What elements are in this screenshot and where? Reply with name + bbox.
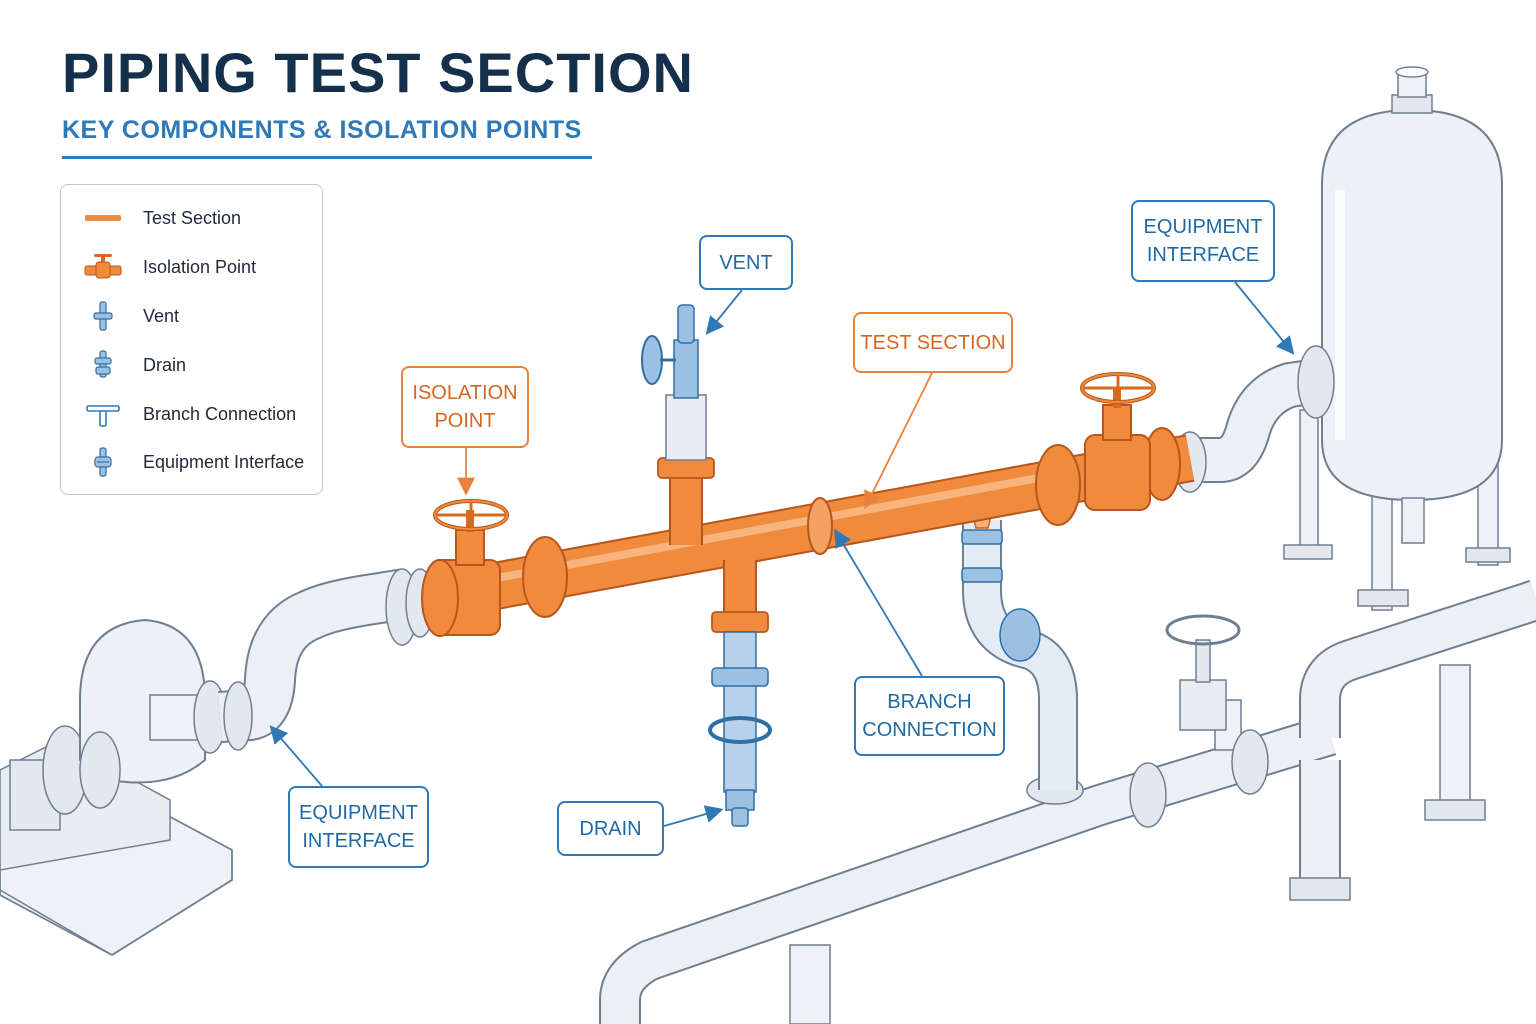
legend-label: Isolation Point bbox=[143, 256, 257, 277]
callout-isolation-point: ISOLATION POINT bbox=[401, 366, 529, 448]
callout-test-section: TEST SECTION bbox=[853, 312, 1013, 373]
pipe-rack bbox=[599, 580, 1536, 1024]
pressure-vessel bbox=[1283, 66, 1511, 611]
callout-branch-connection: BRANCH CONNECTION bbox=[854, 676, 1005, 756]
vent-assembly bbox=[641, 304, 715, 545]
equipment-interface-icon bbox=[83, 447, 123, 477]
legend-label: Vent bbox=[143, 305, 180, 326]
legend-item-isolation-point: Isolation Point bbox=[83, 252, 256, 282]
legend-item-equipment-interface: Equipment Interface bbox=[83, 447, 304, 477]
isolation-valve-icon bbox=[83, 252, 123, 282]
callout-equipment-interface-left: EQUIPMENT INTERFACE bbox=[288, 786, 429, 868]
legend-label: Branch Connection bbox=[143, 403, 297, 424]
page-title: PIPING TEST SECTION bbox=[62, 41, 694, 104]
page-subtitle: KEY COMPONENTS & ISOLATION POINTS bbox=[62, 116, 582, 144]
legend-item-branch-connection: Branch Connection bbox=[83, 399, 296, 429]
legend-label: Equipment Interface bbox=[143, 451, 305, 472]
callout-vent: VENT bbox=[699, 235, 793, 290]
title-divider bbox=[62, 156, 592, 159]
legend-label: Test Section bbox=[143, 207, 242, 228]
legend-item-vent: Vent bbox=[83, 301, 179, 331]
drain-icon bbox=[83, 350, 123, 380]
legend-item-test-section: Test Section bbox=[83, 203, 241, 233]
callout-drain: DRAIN bbox=[557, 801, 664, 856]
branch-pipe bbox=[961, 511, 1078, 790]
tee-icon bbox=[83, 399, 123, 429]
legend-panel: Test Section Isolation Point Vent bbox=[60, 184, 323, 495]
legend-item-drain: Drain bbox=[83, 350, 186, 380]
test-section-line-icon bbox=[83, 203, 123, 233]
pump-outlet-pipe bbox=[218, 568, 419, 751]
leader-lines bbox=[269, 281, 1295, 827]
pump-skid bbox=[0, 618, 233, 957]
test-section-pipe bbox=[405, 427, 1195, 638]
right-isolation-valve bbox=[1080, 372, 1156, 511]
vent-icon bbox=[83, 301, 123, 331]
callout-equipment-interface-right: EQUIPMENT INTERFACE bbox=[1131, 200, 1275, 282]
drain-assembly bbox=[708, 560, 772, 827]
vessel-inlet-pipe bbox=[1173, 345, 1335, 493]
legend-label: Drain bbox=[143, 354, 187, 375]
left-isolation-valve bbox=[421, 499, 509, 637]
